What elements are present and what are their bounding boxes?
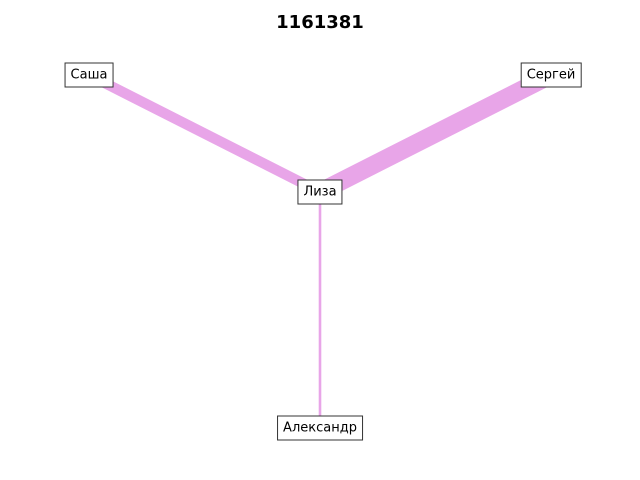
edge-layer (86, 66, 556, 428)
node-label-sasha[interactable]: Саша (64, 62, 114, 88)
edge-sergey-liza (315, 66, 556, 201)
diagram-title: 1161381 (276, 12, 364, 33)
node-label-liza[interactable]: Лиза (297, 179, 343, 205)
node-label-aleksandr[interactable]: Александр (277, 415, 363, 441)
edge-sasha-liza (86, 70, 323, 197)
node-label-sergey[interactable]: Сергей (520, 62, 582, 88)
